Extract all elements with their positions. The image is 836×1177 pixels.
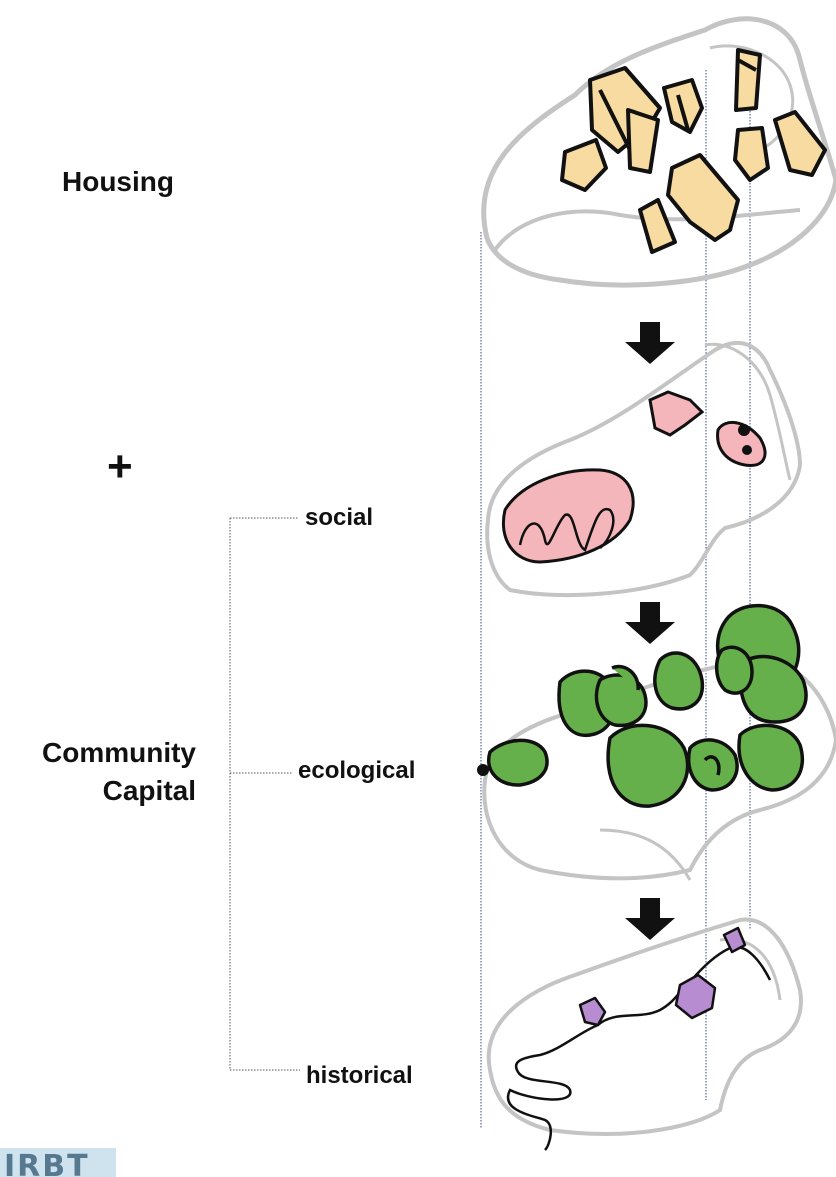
historical-path <box>506 945 772 1151</box>
capital-bracket <box>229 517 300 1071</box>
ecological-layer <box>477 603 836 881</box>
logo-text: IRBT <box>4 1149 90 1177</box>
historical-layer <box>486 917 803 1151</box>
social-area-small-2 <box>716 421 767 467</box>
plus-sign: + <box>107 442 133 491</box>
brand-logo: IRBT <box>0 1148 116 1177</box>
ecological-label: ecological <box>298 757 416 784</box>
down-arrow-icon <box>625 602 675 644</box>
social-layer <box>485 340 803 597</box>
community-capital-label: Community Capital <box>20 734 196 810</box>
social-site-outline <box>485 340 803 597</box>
down-arrow-icon <box>625 322 675 364</box>
housing-layer <box>481 16 836 288</box>
housing-label: Housing <box>62 166 174 197</box>
community-capital-line1: Community <box>42 737 196 768</box>
vertical-guide-lines <box>480 70 751 1128</box>
historical-label: historical <box>306 1062 413 1089</box>
historical-site-outline <box>486 917 803 1136</box>
community-capital-line2: Capital <box>102 775 196 806</box>
social-area-small-1 <box>648 390 705 437</box>
down-arrow-icon <box>625 898 675 940</box>
social-label: social <box>305 504 374 531</box>
housing-site-outline <box>481 16 836 288</box>
